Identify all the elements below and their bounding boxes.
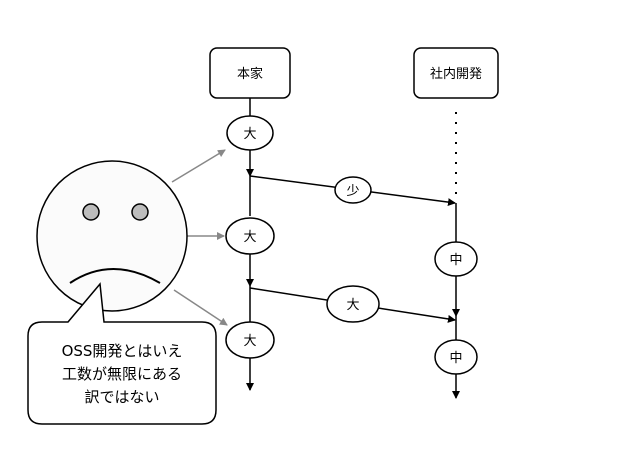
merge-node-2: 大 [326,285,380,323]
speech-line-3: 訳ではない [84,388,159,406]
frown-mouth-icon [69,268,161,284]
pointer-arrow-3 [173,289,228,326]
speech-line-2: 工数が無限にある [62,365,182,383]
internal-label: 社内開発 [430,66,482,82]
upstream-node-2: 大 [225,217,275,255]
internal-node-2: 中 [434,339,478,375]
right-eye-icon [131,203,149,221]
speech-line-1: OSS開発とはいえ [62,342,183,360]
internal-node-1: 中 [434,241,478,277]
sad-face-icon [36,160,188,312]
pointer-arrow-1 [171,149,226,183]
upstream-node-2-label: 大 [243,230,256,245]
upstream-node-1-label: 大 [243,127,256,142]
internal-header-box: 社内開発 [413,47,499,99]
upstream-header-box: 本家 [209,47,291,99]
merge-node-1: 少 [334,176,372,204]
merge-node-2-label: 大 [346,298,359,313]
internal-node-2-label: 中 [449,351,462,366]
speech-bubble: OSS開発とはいえ 工数が無限にある 訳ではない [27,282,217,425]
left-eye-icon [82,203,100,221]
upstream-node-1: 大 [226,115,274,151]
upstream-node-3: 大 [225,321,275,359]
merge-node-1-label: 少 [346,184,359,199]
upstream-node-3-label: 大 [243,334,256,349]
internal-node-1-label: 中 [449,253,462,268]
upstream-label: 本家 [237,66,263,82]
